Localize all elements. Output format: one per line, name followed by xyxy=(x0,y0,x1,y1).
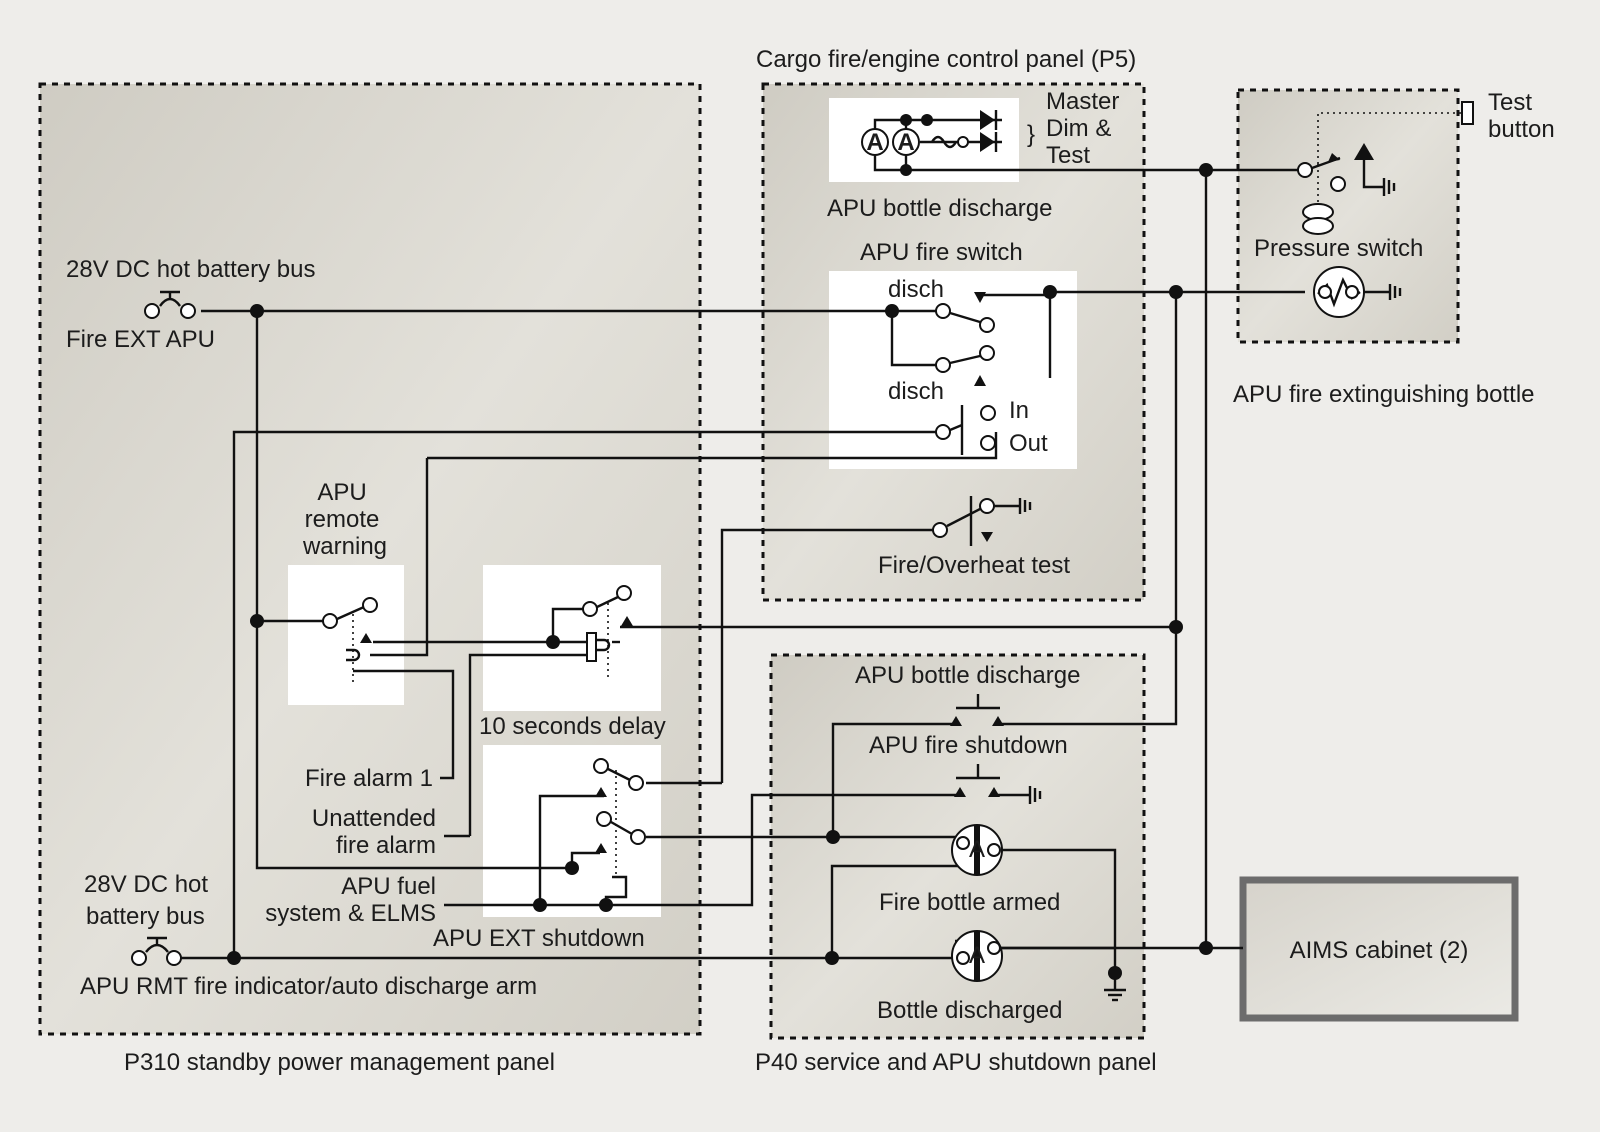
fuel-label-1: APU fuel xyxy=(341,873,436,900)
unattended-label-2: fire alarm xyxy=(336,832,436,859)
bottle-panel-title: APU fire extinguishing bottle xyxy=(1233,381,1535,408)
remote-warning-relay xyxy=(322,597,378,684)
p5-panel-title: Cargo fire/engine control panel (P5) xyxy=(756,46,1136,73)
ext-shutdown-relay-box xyxy=(483,745,661,917)
remote-warning-label-1: APU xyxy=(317,479,366,506)
fire-alarm-label: Fire alarm 1 xyxy=(305,765,433,792)
fuel-label-2: system & ELMS xyxy=(265,900,436,927)
unattended-label-1: Unattended xyxy=(312,805,436,832)
wiring xyxy=(174,112,1462,990)
apu-fire-switch xyxy=(935,292,996,455)
bottle-discharged-lamp: A xyxy=(951,930,1003,982)
fire-overheat-test-switch xyxy=(932,496,1032,546)
remote-warning-label-2: remote xyxy=(305,506,380,533)
test-button xyxy=(1461,101,1474,125)
delay-relay xyxy=(582,585,633,680)
hot-bus-bottom-label-2: battery bus xyxy=(86,903,205,930)
bottle-squib xyxy=(1313,266,1402,318)
svg-text:A: A xyxy=(969,836,985,863)
fire-bottle-armed-lamp: A xyxy=(951,824,1003,876)
pressure-switch xyxy=(1297,101,1474,235)
svg-text:A: A xyxy=(897,129,914,156)
master-label-2: Dim & xyxy=(1046,115,1111,142)
out-label: Out xyxy=(1009,430,1048,457)
fire-bottle-armed-label: Fire bottle armed xyxy=(879,889,1060,916)
hot-bus-bottom-label-1: 28V DC hot xyxy=(84,871,208,898)
bottle-discharge-p40-label: APU bottle discharge xyxy=(855,662,1080,689)
aims-cabinet-box xyxy=(1239,876,1519,1022)
hot-bus-top-label: 28V DC hot battery bus xyxy=(66,256,315,283)
test-button-label-1: Test xyxy=(1488,89,1532,116)
remote-warning-relay-box xyxy=(288,565,404,705)
disch-top-label: disch xyxy=(888,276,944,303)
in-label: In xyxy=(1009,397,1029,424)
master-label-3: Test xyxy=(1046,142,1090,169)
p40-panel-title: P40 service and APU shutdown panel xyxy=(755,1049,1157,1076)
annunciator-lamps: A A } xyxy=(861,110,1035,176)
svg-text:}: } xyxy=(1027,121,1035,148)
p310-panel-title: P310 standby power management panel xyxy=(124,1049,555,1076)
fire-ext-apu-switch xyxy=(144,290,196,319)
disch-bottom-label: disch xyxy=(888,378,944,405)
fire-switch-label: APU fire switch xyxy=(860,239,1023,266)
pressure-switch-label: Pressure switch xyxy=(1254,235,1423,262)
ext-shutdown-label: APU EXT shutdown xyxy=(433,925,645,952)
bottle-discharged-label: Bottle discharged xyxy=(877,997,1062,1024)
remote-warning-label-3: warning xyxy=(302,533,387,560)
delay-relay-box xyxy=(483,565,661,711)
junction-nodes xyxy=(227,163,1213,980)
fire-shutdown-label: APU fire shutdown xyxy=(869,732,1068,759)
ext-shutdown-relay xyxy=(593,758,646,875)
bottle-discharge-p5-label: APU bottle discharge xyxy=(827,195,1052,222)
p40-ground xyxy=(1104,988,1126,1002)
rmt-indicator-label: APU RMT fire indicator/auto discharge ar… xyxy=(80,973,537,1000)
svg-text:A: A xyxy=(969,942,985,969)
master-label-1: Master xyxy=(1046,88,1119,115)
delay-label: 10 seconds delay xyxy=(479,713,666,740)
svg-text:A: A xyxy=(866,129,883,156)
fire-ext-apu-label: Fire EXT APU xyxy=(66,326,215,353)
apu-rmt-indicator-switch xyxy=(131,936,182,966)
p40-bottle-discharge-button xyxy=(950,694,1004,726)
overheat-test-label: Fire/Overheat test xyxy=(878,552,1070,579)
fire-switch-box xyxy=(829,271,1077,469)
test-button-label-2: button xyxy=(1488,116,1555,143)
p40-fire-shutdown-button xyxy=(954,764,1042,804)
aims-cabinet-label: AIMS cabinet (2) xyxy=(1290,937,1469,964)
